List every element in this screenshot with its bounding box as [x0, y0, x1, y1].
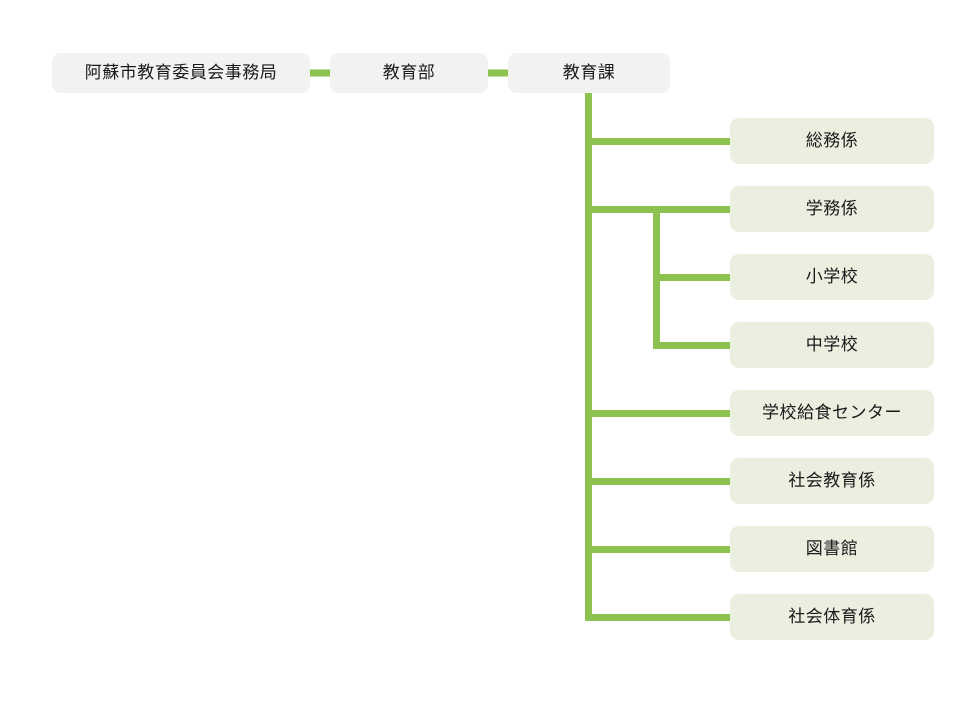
node-school-lunch-center[interactable]: 学校給食センター: [730, 390, 934, 436]
node-library[interactable]: 図書館: [730, 526, 934, 572]
node-general-affairs[interactable]: 総務係: [730, 118, 934, 164]
node-elementary-school[interactable]: 小学校: [730, 254, 934, 300]
node-department[interactable]: 教育部: [330, 53, 488, 93]
node-junior-high-school[interactable]: 中学校: [730, 322, 934, 368]
node-bureau[interactable]: 阿蘇市教育委員会事務局: [52, 53, 310, 93]
node-education-division[interactable]: 教育課: [508, 53, 670, 93]
node-academic-affairs[interactable]: 学務係: [730, 186, 934, 232]
node-social-education[interactable]: 社会教育係: [730, 458, 934, 504]
node-social-physical-education[interactable]: 社会体育係: [730, 594, 934, 640]
